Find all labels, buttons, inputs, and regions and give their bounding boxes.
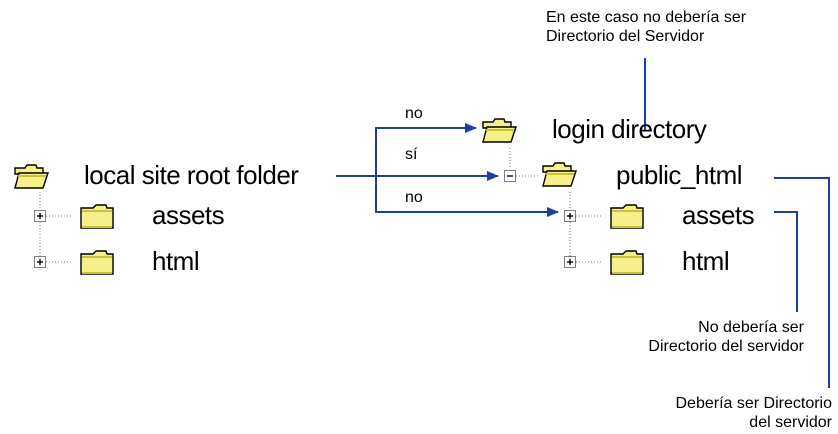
server-html-folder-icon [610,250,644,275]
local-html-label: html [152,246,200,276]
note-middle: No debería ser Directorio del servidor [648,318,804,356]
arrow-no-top [375,123,477,176]
public-html-label: public_html [616,160,743,190]
login-directory-label: login directory [552,114,707,144]
expand-html-server-icon[interactable] [563,255,577,269]
server-html-label: html [682,246,730,276]
note-bottom: Debería ser Directorio del servidor [676,394,833,432]
mapping-arrows [336,123,559,217]
expand-assets-server-icon[interactable] [563,209,577,223]
local-root-folder-icon [14,164,49,189]
arrow-label-top: no [405,105,423,122]
callout-line-bottom [774,177,830,388]
arrow-label-middle: sí [405,146,418,163]
local-html-folder-icon [80,250,114,275]
callout-lines [644,58,830,388]
local-assets-label: assets [152,200,225,230]
callout-line-middle [774,211,798,312]
server-assets-label: assets [682,200,755,230]
login-directory-folder-icon [482,118,517,143]
note-middle-line-2: Directorio del servidor [648,338,804,355]
note-top-line-1: En este caso no debería ser [546,9,747,26]
local-tree-connectors [39,192,72,263]
local-root-label: local site root folder [84,160,299,190]
server-assets-folder-icon [610,204,644,229]
public-html-folder-icon [542,162,577,187]
note-top-line-2: Directorio del Servidor [546,28,705,45]
arrow-no-bottom [375,176,559,217]
expand-html-local-icon[interactable] [33,255,47,269]
local-assets-folder-icon [80,204,114,229]
collapse-public-html-icon[interactable] [503,169,517,183]
expand-assets-local-icon[interactable] [33,209,47,223]
note-bottom-line-1: Debería ser Directorio [675,395,833,412]
server-tree-connectors [509,148,602,263]
note-middle-line-1: No debería ser [698,319,804,336]
note-bottom-line-2: del servidor [749,414,832,431]
arrow-label-bottom: no [405,189,423,206]
note-top: En este caso no debería ser Directorio d… [546,8,746,46]
